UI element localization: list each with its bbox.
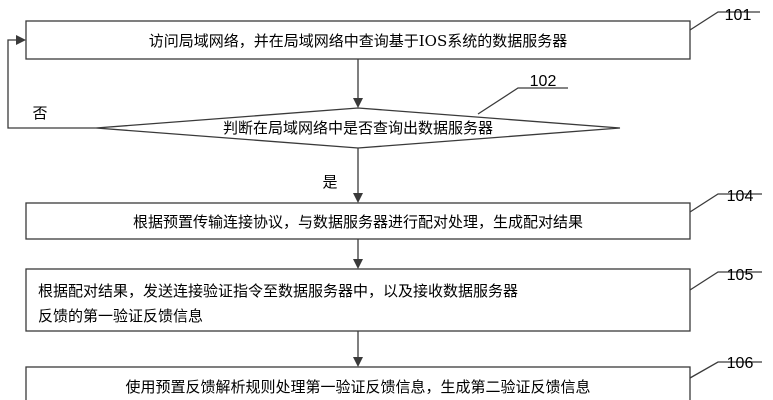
ref-104-leader <box>689 193 762 213</box>
arrow-105-to-106-head <box>353 357 363 367</box>
step-104-box <box>25 202 691 240</box>
step-102-diamond <box>95 107 621 149</box>
ref-104-label: 104 <box>727 188 754 205</box>
step-104-text: 根据预置传输连接协议，与数据服务器进行配对处理，生成配对结果 <box>133 213 583 231</box>
ref-102-label: 102 <box>530 73 557 90</box>
arrow-104-to-105-head <box>353 259 363 269</box>
ref-101-label: 101 <box>725 7 752 24</box>
step-106-box <box>25 366 691 400</box>
step-101-box <box>25 20 691 60</box>
ref-102-leader <box>477 87 568 115</box>
arrow-102-to-104-head <box>353 193 363 203</box>
ref-106-label: 106 <box>727 355 754 372</box>
step-105-box <box>25 268 691 332</box>
ref-101-leader <box>689 11 760 31</box>
step-101-text: 访问局域网络，并在局域网络中查询基于IOS系统的数据服务器 <box>149 32 568 50</box>
step-102-text: 判断在局域网络中是否查询出数据服务器 <box>223 119 493 137</box>
yes-branch-label: 是 <box>322 173 337 191</box>
no-branch-arrowhead <box>16 35 26 45</box>
ref-105-leader <box>689 271 762 291</box>
no-branch-loop <box>7 39 96 129</box>
ref-105-label: 105 <box>727 267 754 284</box>
ref-106-leader <box>689 361 762 379</box>
arrow-101-to-102-head <box>353 98 363 108</box>
no-branch-label: 否 <box>32 104 47 122</box>
step-105-text-line1: 根据配对结果，发送连接验证指令至数据服务器中，以及接收数据服务器 <box>38 282 518 300</box>
step-106-text: 使用预置反馈解析规则处理第一验证反馈信息，生成第二验证反馈信息 <box>125 378 590 396</box>
step-105-text-line2: 反馈的第一验证反馈信息 <box>38 307 203 325</box>
